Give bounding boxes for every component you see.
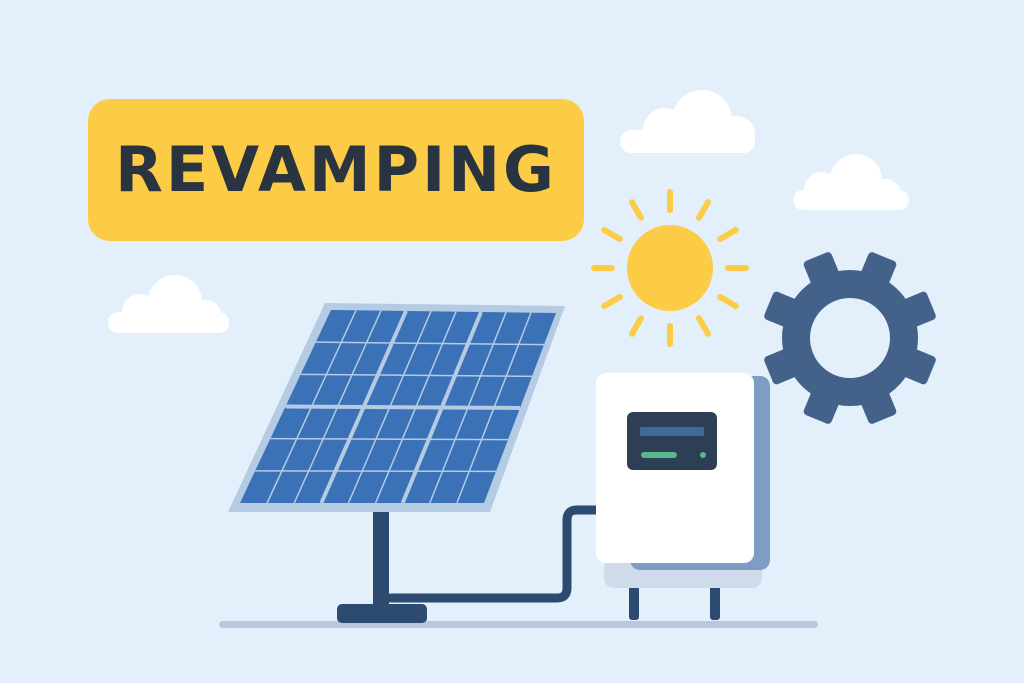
inverter-body xyxy=(596,373,754,563)
cloud-icon xyxy=(108,275,229,333)
sun-ray xyxy=(601,227,623,242)
panel-cell-line xyxy=(401,311,482,504)
sun-ray xyxy=(717,294,739,309)
gear-tooth xyxy=(858,383,897,424)
panel-cell-line xyxy=(293,310,382,504)
inverter-leg xyxy=(629,578,639,620)
panel-cell-line xyxy=(320,310,407,504)
gear-tooth xyxy=(895,346,936,385)
panel-cell-line xyxy=(429,312,507,504)
sun-ray xyxy=(601,294,623,309)
panel-cell-line xyxy=(285,405,521,409)
title-text: REVAMPING xyxy=(115,133,557,206)
gear-tooth xyxy=(858,252,897,293)
sun-ray xyxy=(629,315,644,337)
display-indicator-dot xyxy=(700,452,706,458)
panel-pole xyxy=(373,510,389,610)
gear-icon xyxy=(764,252,936,424)
panel-cell-line xyxy=(456,312,532,504)
sun-ray xyxy=(717,227,739,242)
panel-cell-line xyxy=(347,311,432,504)
panel-cell-line xyxy=(266,310,357,504)
panel-cell-line xyxy=(270,437,509,441)
panel-module-line xyxy=(319,310,408,504)
gear-tooth xyxy=(764,346,805,385)
ground-line xyxy=(219,621,818,628)
inverter-leg xyxy=(710,578,720,620)
gear-tooth xyxy=(895,291,936,330)
panel-cell-line xyxy=(255,470,497,473)
gear-tooth xyxy=(764,291,805,330)
display-bar xyxy=(640,427,704,436)
cloud-icon xyxy=(793,154,909,210)
gear-tooth xyxy=(803,252,842,293)
panel-module-line xyxy=(400,311,483,504)
sun-ray xyxy=(696,199,711,221)
panel-cell-line xyxy=(374,311,457,504)
inverter-display xyxy=(627,412,717,470)
sun-ray xyxy=(696,315,711,337)
inverter-icon xyxy=(596,373,770,620)
cloud-icon xyxy=(620,90,755,153)
solar-panel-icon xyxy=(228,303,565,512)
inverter-side xyxy=(630,376,770,570)
panel-cell-line xyxy=(315,341,545,346)
title-badge: REVAMPING xyxy=(88,99,584,241)
panel-module-line xyxy=(285,404,521,410)
panel-base xyxy=(337,604,427,623)
display-indicator xyxy=(641,452,677,458)
panel-cell-line xyxy=(300,373,533,378)
inverter-base xyxy=(604,558,762,588)
sun-ray xyxy=(629,199,644,221)
sun-icon xyxy=(591,189,749,347)
gear-tooth xyxy=(803,383,842,424)
cable xyxy=(385,505,610,603)
